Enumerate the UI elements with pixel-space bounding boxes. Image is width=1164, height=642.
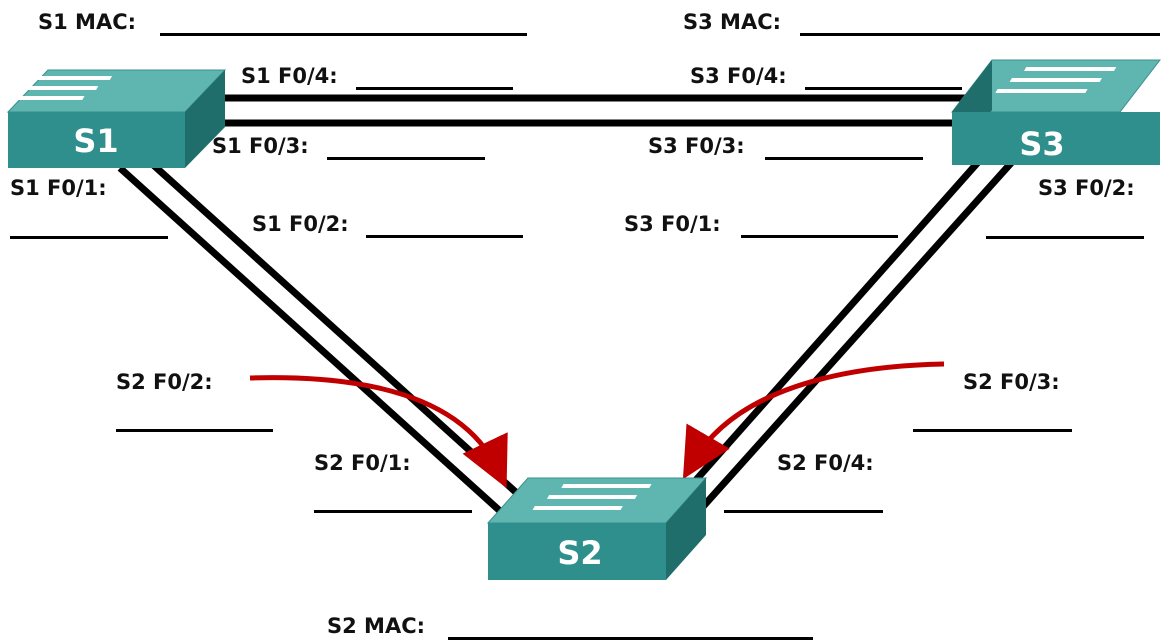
cable-s1-f01-s2-f01 <box>117 165 513 523</box>
s1-mac-blank <box>160 33 527 36</box>
s2-f02-blank <box>116 429 273 432</box>
s2-f01-label: S2 F0/1: <box>314 451 411 475</box>
s1-f01-label: S1 F0/1: <box>10 176 107 200</box>
switch-s1: S1 <box>0 69 227 168</box>
s2-f02-label: S2 F0/2: <box>116 370 213 394</box>
link-s3-s2 <box>677 157 1015 513</box>
s1-f03-blank <box>327 157 485 160</box>
s1-f04-blank <box>356 87 513 90</box>
switch-arrows-icon <box>0 76 113 100</box>
cable-s3-f01-s2-f03 <box>677 157 983 501</box>
s3-f01-blank <box>741 235 898 238</box>
s1-f02-blank <box>366 235 523 238</box>
s2-f03-label: S2 F0/3: <box>963 370 1060 394</box>
arrow-s2-f03 <box>682 361 945 480</box>
switch-arrows-icon <box>532 484 652 510</box>
s2-mac-blank <box>448 637 813 640</box>
s1-mac-label: S1 MAC: <box>38 10 137 34</box>
s3-f04-blank <box>805 87 962 90</box>
s1-f01-blank <box>10 236 168 239</box>
s1-f03-label: S1 F0/3: <box>212 134 309 158</box>
s2-f04-blank <box>724 510 883 513</box>
s3-f02-label: S3 F0/2: <box>1038 176 1135 200</box>
switch-s2: S2 <box>486 477 708 580</box>
s3-f04-label: S3 F0/4: <box>690 64 787 88</box>
s2-f03-blank <box>913 429 1072 432</box>
s3-f03-blank <box>765 157 923 160</box>
link-s1-s3 <box>210 94 990 127</box>
s1-f04-label: S1 F0/4: <box>241 64 338 88</box>
s3-f02-blank <box>986 236 1144 239</box>
s3-f01-label: S3 F0/1: <box>624 212 721 236</box>
s2-f01-blank <box>314 510 472 513</box>
arrow-s2-f02 <box>249 375 508 489</box>
switch-s3-label: S3 <box>1019 125 1064 163</box>
s2-mac-label: S2 MAC: <box>327 614 426 638</box>
s2-f04-label: S2 F0/4: <box>777 451 874 475</box>
switch-s1-label: S1 <box>73 122 118 160</box>
switch-s2-label: S2 <box>557 534 602 572</box>
s1-f02-label: S1 F0/2: <box>252 212 349 236</box>
switch-arrows-icon <box>995 67 1117 93</box>
s3-mac-label: S3 MAC: <box>683 10 782 34</box>
cable-s3-f02-s2-f04 <box>697 159 1015 513</box>
s3-f03-label: S3 F0/3: <box>648 134 745 158</box>
switch-s3: S3 <box>950 59 1162 165</box>
s3-mac-blank <box>800 33 1160 36</box>
